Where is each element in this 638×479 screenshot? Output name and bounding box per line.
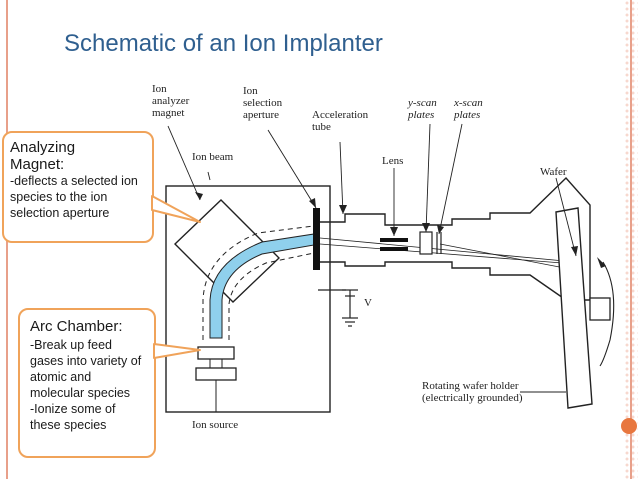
rotation-arrowhead [597,257,606,268]
lens-upper [380,238,408,242]
label-voltage: V [364,297,372,309]
callout-analyzing-magnet-heading: Analyzing Magnet: [10,139,76,173]
label-ion-analyzer-magnet: Ion analyzer magnet [152,83,192,119]
accent-dot [621,418,637,434]
enclosure-box [165,185,331,413]
label-rotating-wafer-holder: Rotating wafer holder (electrically grou… [422,380,523,404]
callout-arc-chamber: Arc Chamber: -Break up feed gases into v… [18,308,156,458]
leader-lines [167,123,577,393]
leader-arrowheads [195,192,578,256]
rotating-wafer-holder [555,207,593,409]
callout-analyzing-magnet: Analyzing Magnet: -deflects a selected i… [2,131,154,243]
beam-guide-inner [228,252,315,340]
lens-lower [380,247,408,251]
label-x-scan-plates: x-scan plates [453,97,485,121]
label-y-scan-plates: y-scan plates [407,97,439,121]
callout-arc-chamber-heading: Arc Chamber: [30,318,123,335]
slide-title: Schematic of an Ion Implanter [64,30,383,57]
label-acceleration-tube: Acceleration tube [312,109,371,133]
holder-shaft [589,297,611,321]
label-lens: Lens [382,155,403,167]
rotation-arrow [599,261,615,367]
right-frame-border [630,0,638,479]
ion-source-block [195,367,237,381]
beam-line-lower [319,243,576,265]
callout-analyzing-magnet-text: -deflects a selected ion species to the … [10,174,138,220]
label-ion-beam: Ion beam [192,151,234,163]
beam-line-deflected [439,243,576,271]
callout-arc-chamber-text-2: -Ionize some of these species [30,402,116,432]
label-wafer: Wafer [540,166,567,178]
label-ion-source: Ion source [192,419,238,431]
beamline-chamber [320,176,591,301]
beam-guide-outer [202,225,315,340]
beam-line-upper [319,237,576,263]
y-scan-plates [419,231,433,255]
arc-chamber-top [197,346,235,360]
ion-selection-aperture [313,208,320,270]
label-ion-selection-aperture: Ion selection aperture [243,85,285,121]
callout-arc-chamber-text-1: -Break up feed gases into variety of ato… [30,338,142,400]
